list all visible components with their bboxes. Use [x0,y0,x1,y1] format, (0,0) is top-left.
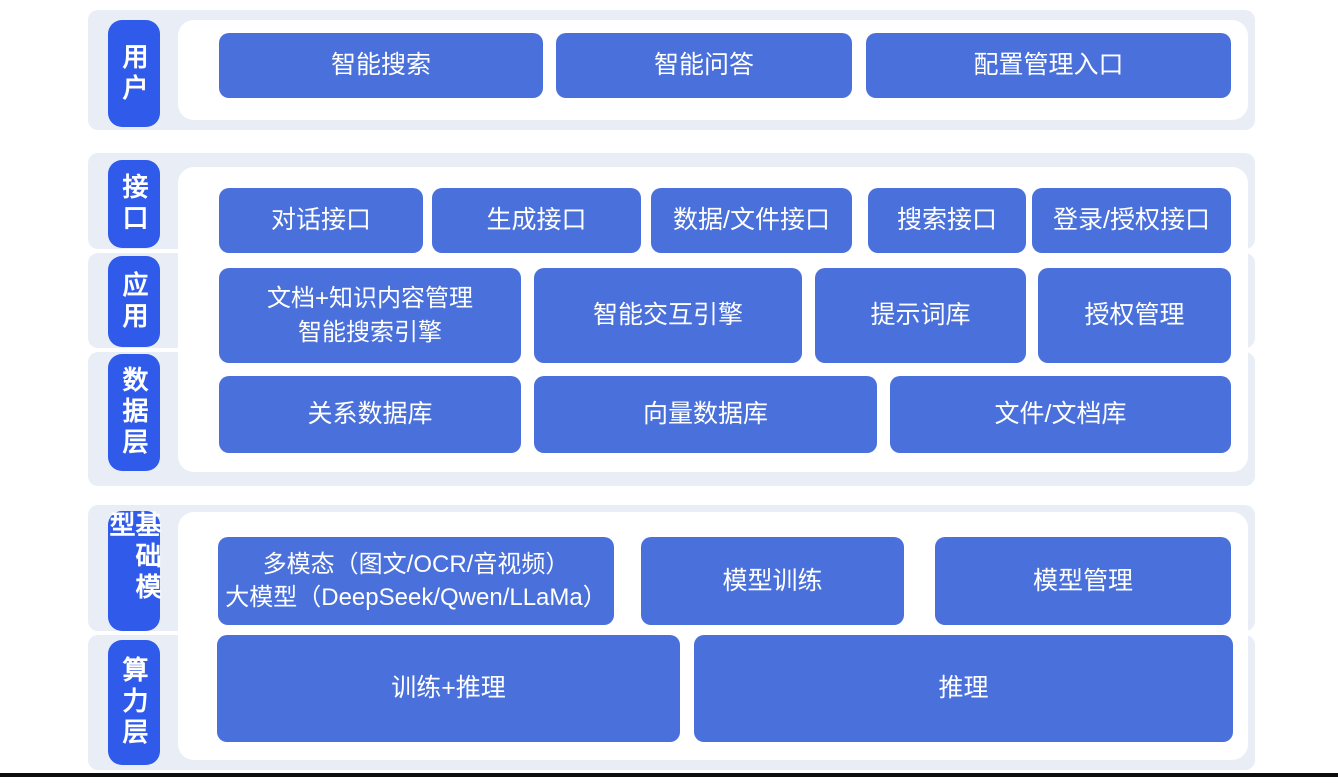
block-config-management-entry: 配置管理入口 [866,33,1231,98]
layer-label-data: 数据层 [108,354,160,471]
block-doc-knowledge-search-engine: 文档+知识内容管理 智能搜索引擎 [219,268,521,363]
block-auth-management: 授权管理 [1038,268,1231,363]
block-dialog-api: 对话接口 [219,188,423,253]
block-relational-db: 关系数据库 [219,376,521,453]
block-training-inference: 训练+推理 [217,635,680,742]
block-inference: 推理 [694,635,1233,742]
layer-label-foundation: 基础模型 [106,511,162,631]
layer-label-compute: 算力层 [108,640,160,765]
block-model-training: 模型训练 [641,537,904,625]
block-vector-db: 向量数据库 [534,376,877,453]
block-interactive-engine: 智能交互引擎 [534,268,802,363]
block-smart-search: 智能搜索 [219,33,543,98]
block-model-management: 模型管理 [935,537,1231,625]
block-smart-qa: 智能问答 [556,33,852,98]
block-data-file-api: 数据/文件接口 [651,188,852,253]
layer-label-application: 应用 [108,256,160,347]
bottom-baseline [0,773,1338,777]
block-multimodal-llm: 多模态（图文/OCR/音视频） 大模型（DeepSeek/Qwen/LLaMa） [218,537,614,625]
layer-label-user: 用户 [108,20,160,127]
block-search-api: 搜索接口 [868,188,1026,253]
block-prompt-library: 提示词库 [815,268,1026,363]
block-file-doc-store: 文件/文档库 [890,376,1231,453]
block-login-auth-api: 登录/授权接口 [1032,188,1231,253]
block-generation-api: 生成接口 [432,188,641,253]
layer-label-interface: 接口 [108,160,160,248]
